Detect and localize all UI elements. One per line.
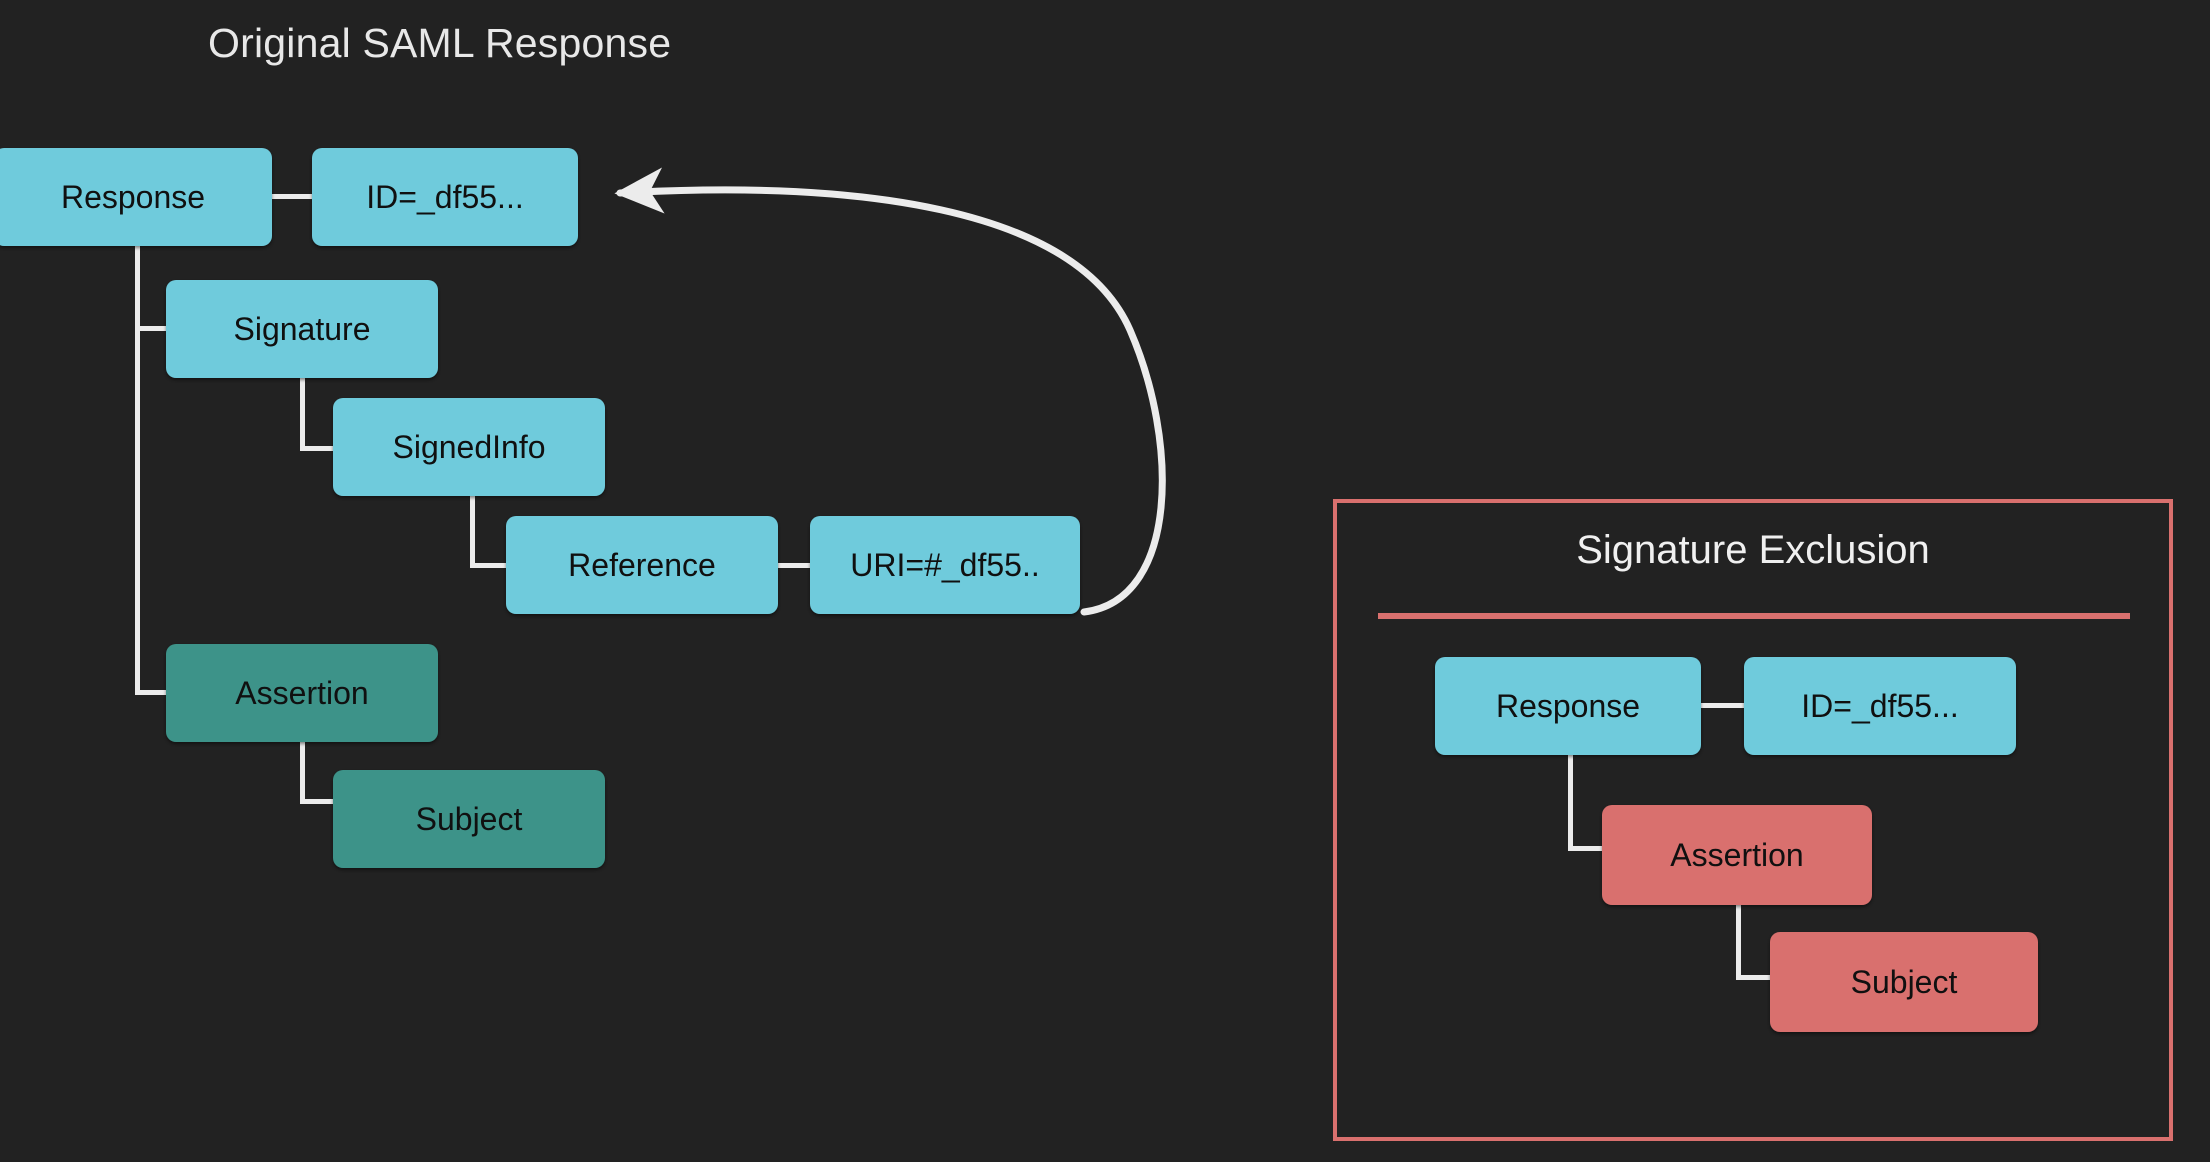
edge-assertion-to-subject	[300, 799, 338, 804]
node-panel-id-attr-label: ID=_df55...	[1801, 687, 1959, 724]
node-response-label: Response	[60, 178, 206, 215]
node-panel-assertion-label: Assertion	[1670, 836, 1804, 873]
node-panel-subject[interactable]: Subject	[1770, 932, 2038, 1032]
signature-exclusion-panel	[1333, 499, 2173, 1141]
node-panel-id-attr[interactable]: ID=_df55...	[1744, 657, 2016, 755]
panel-title: Signature Exclusion	[1576, 528, 1930, 572]
node-subject[interactable]: Subject	[333, 770, 605, 868]
node-reference-label: Reference	[568, 546, 716, 583]
node-panel-assertion[interactable]: Assertion	[1602, 805, 1872, 905]
edge-response-trunk	[135, 238, 140, 694]
edge-panel-assertion-trunk	[1736, 902, 1741, 980]
node-subject-label: Subject	[415, 800, 523, 837]
edge-panel-response-to-id	[1700, 703, 1744, 708]
left-diagram-title: Original SAML Response	[208, 20, 672, 66]
panel-divider	[1378, 613, 2130, 619]
edge-signature-trunk	[300, 376, 305, 450]
node-signature-label: Signature	[233, 310, 371, 347]
node-panel-response[interactable]: Response	[1435, 657, 1701, 755]
node-assertion-label: Assertion	[235, 674, 369, 711]
edge-trunk-to-assertion	[135, 690, 171, 695]
edge-assertion-trunk	[300, 730, 305, 802]
edge-signature-to-signedinfo	[300, 446, 336, 451]
edge-panel-assertion-to-subject	[1736, 975, 1776, 980]
node-reference[interactable]: Reference	[506, 516, 778, 614]
edge-reference-to-uri	[778, 563, 812, 568]
node-signedinfo-label: SignedInfo	[392, 428, 546, 465]
node-assertion[interactable]: Assertion	[166, 644, 438, 742]
edge-response-to-id	[272, 194, 312, 199]
edge-trunk-to-signature	[135, 326, 171, 331]
node-uri-attr[interactable]: URI=#_df55..	[810, 516, 1080, 614]
node-panel-response-label: Response	[1495, 687, 1641, 724]
edge-panel-response-trunk	[1568, 753, 1573, 851]
edge-signedinfo-to-reference	[470, 563, 508, 568]
node-id-attr-label: ID=_df55...	[366, 178, 524, 215]
node-signedinfo[interactable]: SignedInfo	[333, 398, 605, 496]
node-id-attr[interactable]: ID=_df55...	[312, 148, 578, 246]
node-panel-subject-label: Subject	[1850, 963, 1958, 1000]
node-uri-attr-label: URI=#_df55..	[850, 546, 1040, 583]
edge-signedinfo-trunk	[470, 493, 475, 565]
edge-panel-response-to-assertion	[1568, 846, 1608, 851]
node-response[interactable]: Response	[0, 148, 272, 246]
node-signature[interactable]: Signature	[166, 280, 438, 378]
